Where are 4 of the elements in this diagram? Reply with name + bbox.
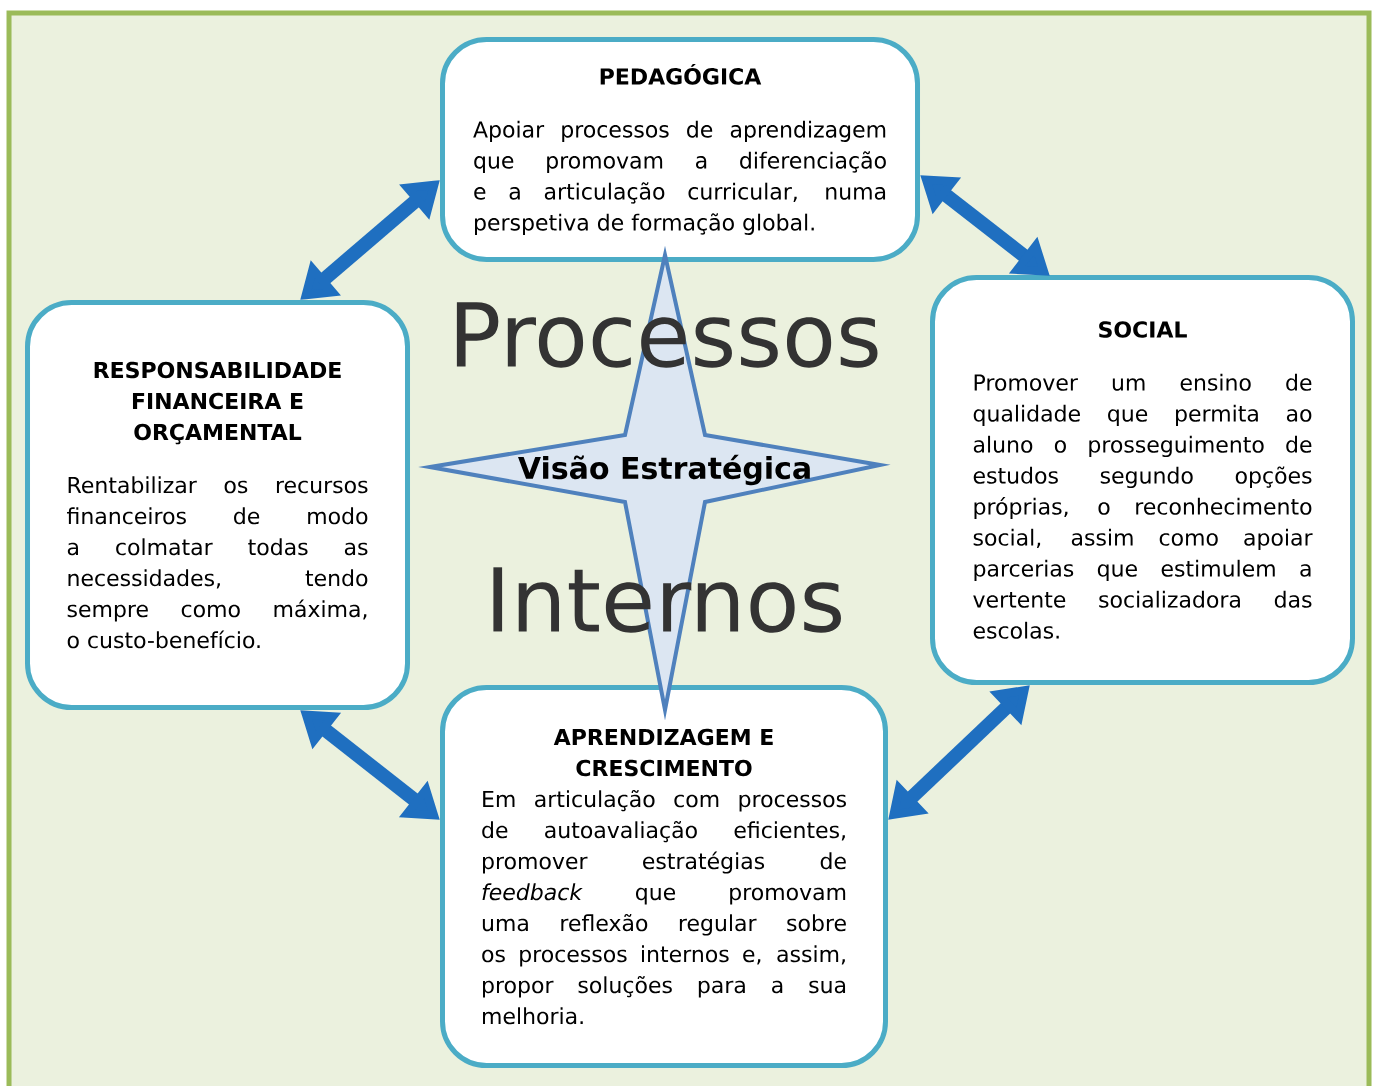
text-box: APRENDIZAGEM E CRESCIMENTO Em articulação com processos de autoavaliação eficientes, promover estratégias de feedback que promovam uma reflexão regular sobre os processos internos e, assim, propor soluções para a sua melhoria. [440,685,888,1068]
text-box: SOCIAL Promover um ensino de qualidade que permita ao aluno o prosseguimento de estudos segundo opções próprias, o reconhecimento social, assim como apoiar parcerias que estimulem a vertente socializadora das escolas. [930,275,1355,685]
text-box: PEDAGÓGICA Apoiar processos de aprendizagem que promovam a diferenciação e a articulação curricular, numa perspetiva de formação global. [440,37,920,262]
text-box: RESPONSABILIDADE FINANCEIRA E ORÇAMENTAL Rentabilizar os recursos financeiros de modo a colmatar todas as necessidades, tendo sempre como máxima, o custo-benefício. [25,300,410,710]
